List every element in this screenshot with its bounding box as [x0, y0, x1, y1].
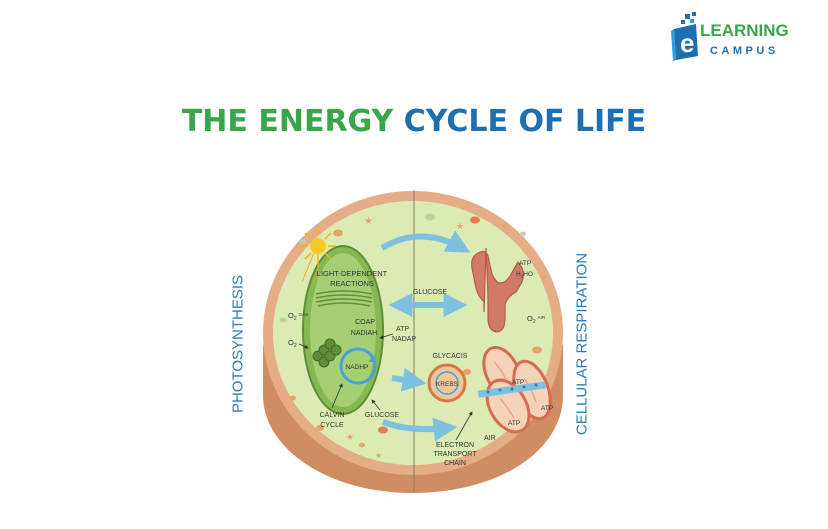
- label-o2: O2: [288, 338, 309, 349]
- label-atp-nadap: ATP NADAP: [379, 326, 416, 343]
- label-nadhp: NADHP: [346, 364, 369, 371]
- logo-book-icon: [671, 24, 698, 61]
- label-atp-top: ATP: [519, 260, 531, 267]
- mitochondria: [477, 345, 552, 434]
- svg-text:★: ★: [364, 216, 373, 227]
- energy-flow-arrows: [380, 230, 471, 442]
- svg-text:★: ★: [456, 221, 464, 231]
- label-krebs: KREBS: [436, 381, 459, 388]
- label-coap: COAP: [355, 319, 375, 326]
- thylakoid-stack: [312, 338, 342, 368]
- side-label-cellular-respiration: CELLULAR RESPIRATION: [573, 252, 591, 436]
- svg-text:NADAP: NADAP: [392, 336, 416, 343]
- calvin-cycle-ring: [339, 347, 377, 385]
- label-light-dependent-2: REACTIONS: [330, 279, 374, 288]
- label-glucose-left: GLUCOSE: [365, 412, 400, 419]
- svg-text:★: ★: [346, 432, 354, 442]
- label-air: AIR: [484, 435, 496, 442]
- y-shaped-structure: [471, 247, 524, 333]
- label-o2-air: O2AIR: [527, 314, 546, 325]
- label-glucose-center: GLUCOSE: [413, 289, 448, 296]
- page-title: THE ENERGY CYCLE OF LIFE: [0, 104, 828, 139]
- side-label-photosynthesis: PHOTOSYNTHESIS: [229, 274, 247, 414]
- label-etc-3: CHAIN: [444, 460, 466, 467]
- svg-text:O2: O2: [288, 338, 297, 349]
- label-etc-2: TRANSPORT: [433, 451, 477, 458]
- chloroplast: [302, 245, 384, 415]
- title-part-green: THE ENERGY: [181, 104, 394, 139]
- logo-bottom-word: CAMPUS: [710, 45, 779, 57]
- label-calvin-1: CALVIN: [320, 412, 345, 419]
- logo-pixel-icon: [681, 12, 696, 24]
- cytoplasm-particles: ★ ★ ★ ★ ★ ★: [279, 213, 548, 460]
- krebs-cycle: KREBS: [427, 363, 467, 403]
- logo-letter: e: [680, 28, 694, 58]
- label-atp-m1: ATP: [512, 379, 524, 386]
- label-etc-1: ELECTRON: [436, 442, 474, 449]
- label-atp-m3: ATP: [508, 420, 520, 427]
- label-atp-m2: ATP: [541, 405, 553, 412]
- title-part-blue: CYCLE OF LIFE: [403, 104, 647, 139]
- label-nadiah: NADIAH: [351, 330, 377, 337]
- svg-text:H2HO: H2HO: [516, 271, 533, 279]
- svg-text:★: ★: [375, 451, 382, 460]
- arrow-bottom: [381, 417, 458, 442]
- label-h2o: H2HO: [516, 271, 533, 279]
- sun-icon: [300, 228, 336, 283]
- svg-text:ATP: ATP: [396, 326, 409, 333]
- label-o2-gas: O2GAS: [288, 311, 308, 322]
- svg-text:O2AIR: O2AIR: [527, 314, 546, 325]
- logo-top-word: LEARNING: [700, 21, 789, 40]
- elearning-campus-logo: e LEARNING CAMPUS: [671, 12, 789, 61]
- label-glycacis: GLYCACIS: [433, 353, 468, 360]
- label-calvin-2: CYCLE: [320, 422, 344, 429]
- arrow-top: [380, 230, 471, 253]
- svg-text:★: ★: [540, 272, 548, 282]
- svg-text:O2GAS: O2GAS: [288, 311, 308, 322]
- label-light-dependent-1: LIGHT-DEPENDENT: [317, 269, 388, 278]
- arrow-middle: [391, 367, 427, 392]
